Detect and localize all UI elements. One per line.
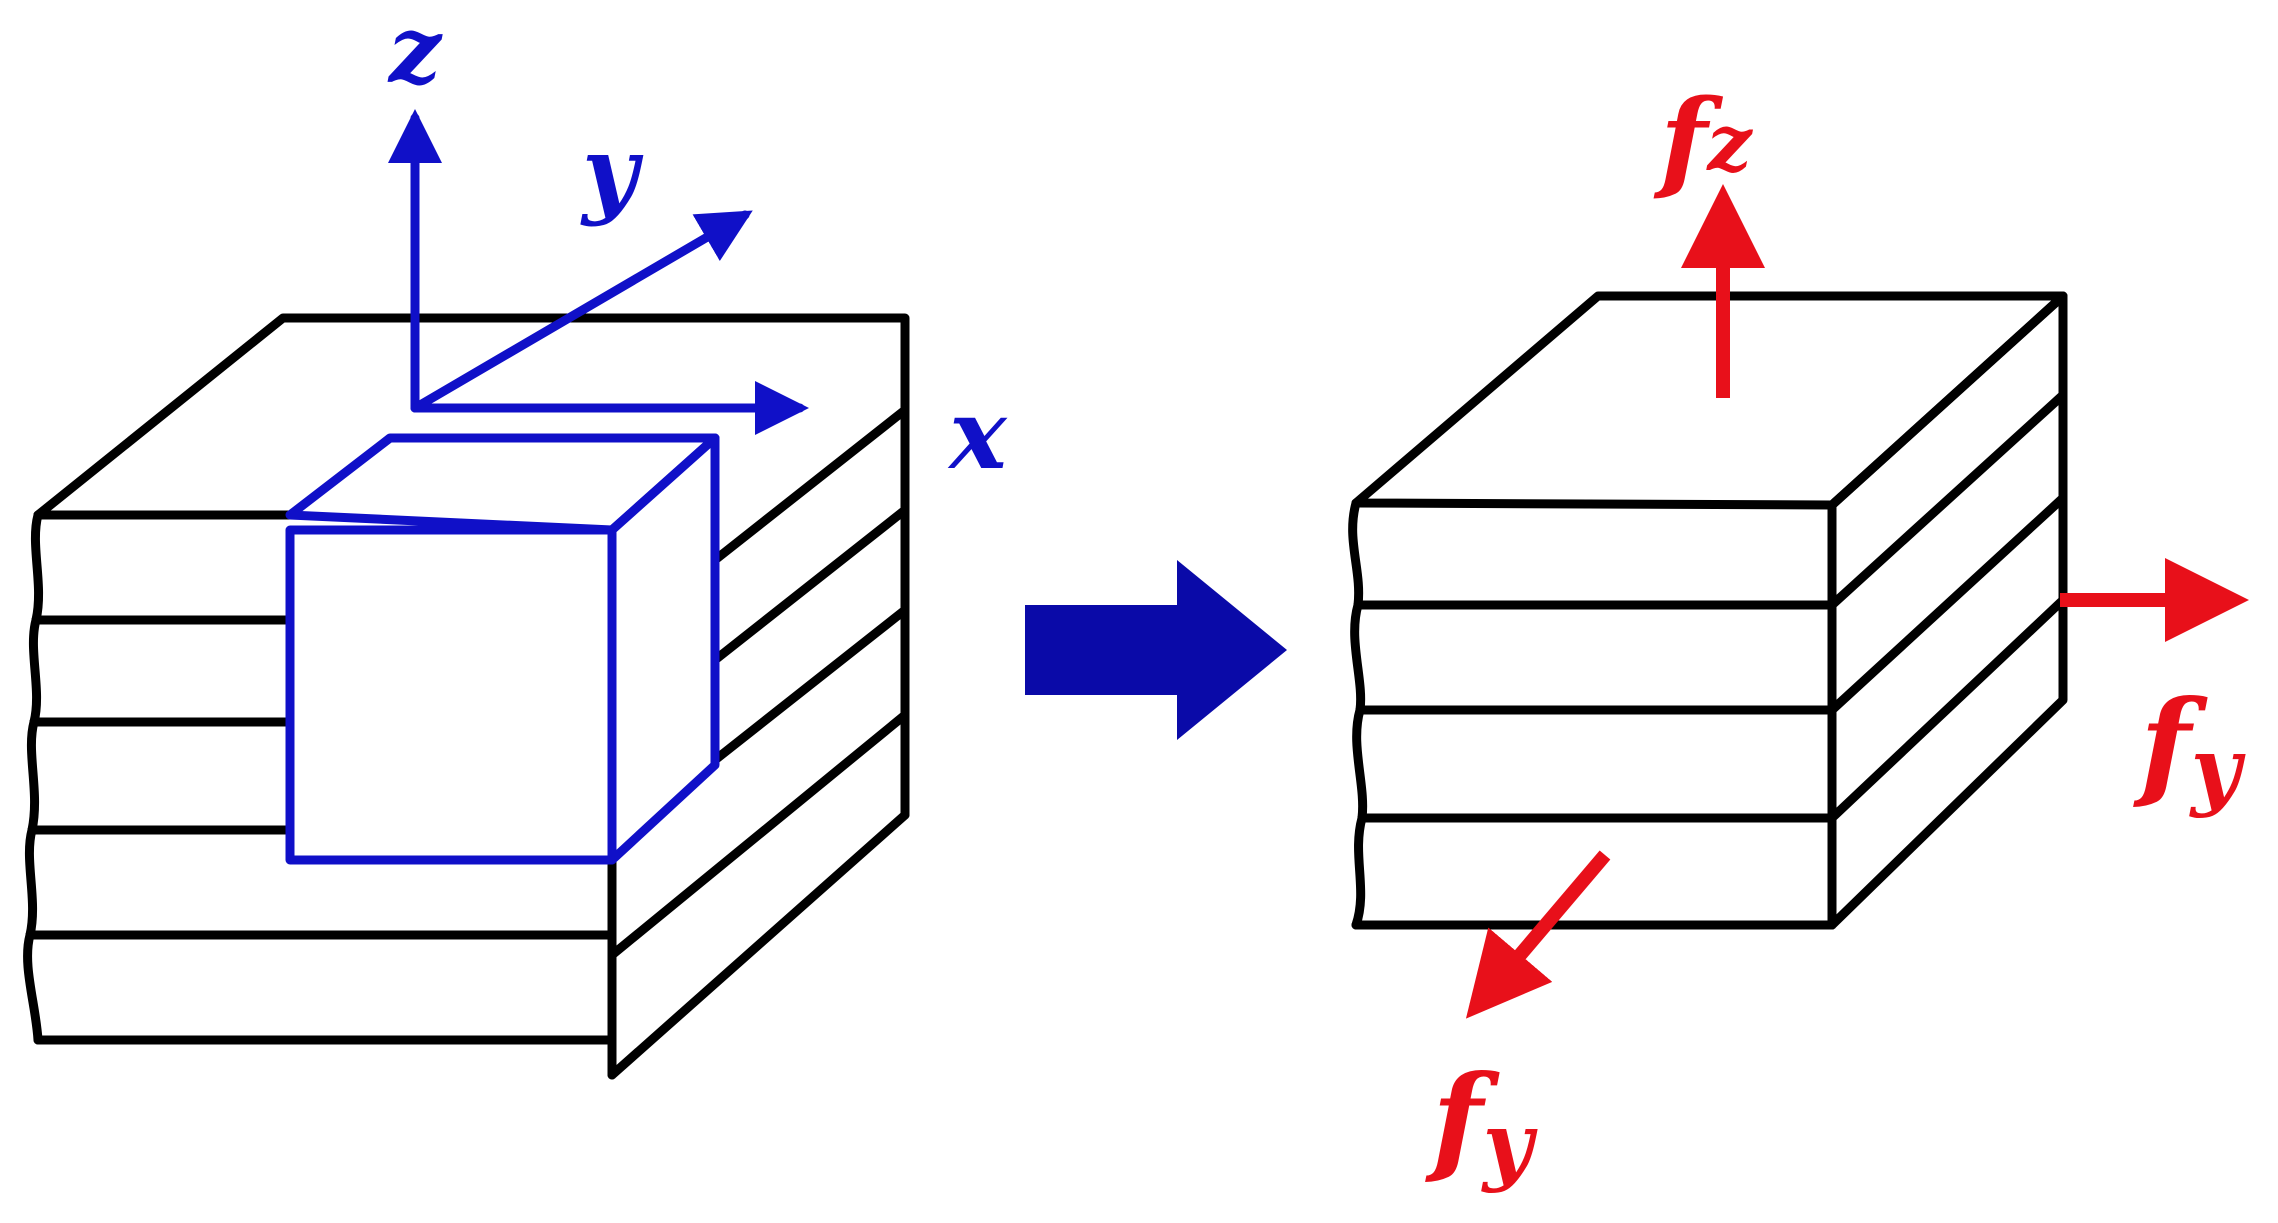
block-side-layers: [607, 315, 910, 1080]
y-axis-arrow: [410, 210, 753, 413]
element-front-layers: [1348, 498, 1837, 930]
layered-block: [23, 313, 910, 1080]
fz-label: fz: [1653, 75, 1753, 204]
block-front-layers: [23, 510, 617, 1045]
coordinate-axes: z y x: [387, 0, 1009, 491]
unit-cube: [285, 433, 720, 865]
unit-cube-front-face: [285, 525, 617, 865]
fy-front-arrow: [1465, 850, 1611, 1019]
element-top-face: [1351, 291, 2068, 510]
y-axis-label: y: [580, 115, 644, 228]
extracted-element: [1348, 291, 2068, 930]
element-side-layers: [1827, 390, 2068, 823]
fy-right-label: fy: [2133, 674, 2246, 820]
fy-front-label: fy: [1425, 1049, 1538, 1195]
force-vectors: fz fy fy: [1425, 75, 2249, 1195]
z-axis-label: z: [387, 0, 443, 104]
x-axis-label: x: [947, 378, 1008, 491]
right-arrow-icon: [1025, 560, 1287, 740]
element-side-face: [1827, 291, 2068, 930]
